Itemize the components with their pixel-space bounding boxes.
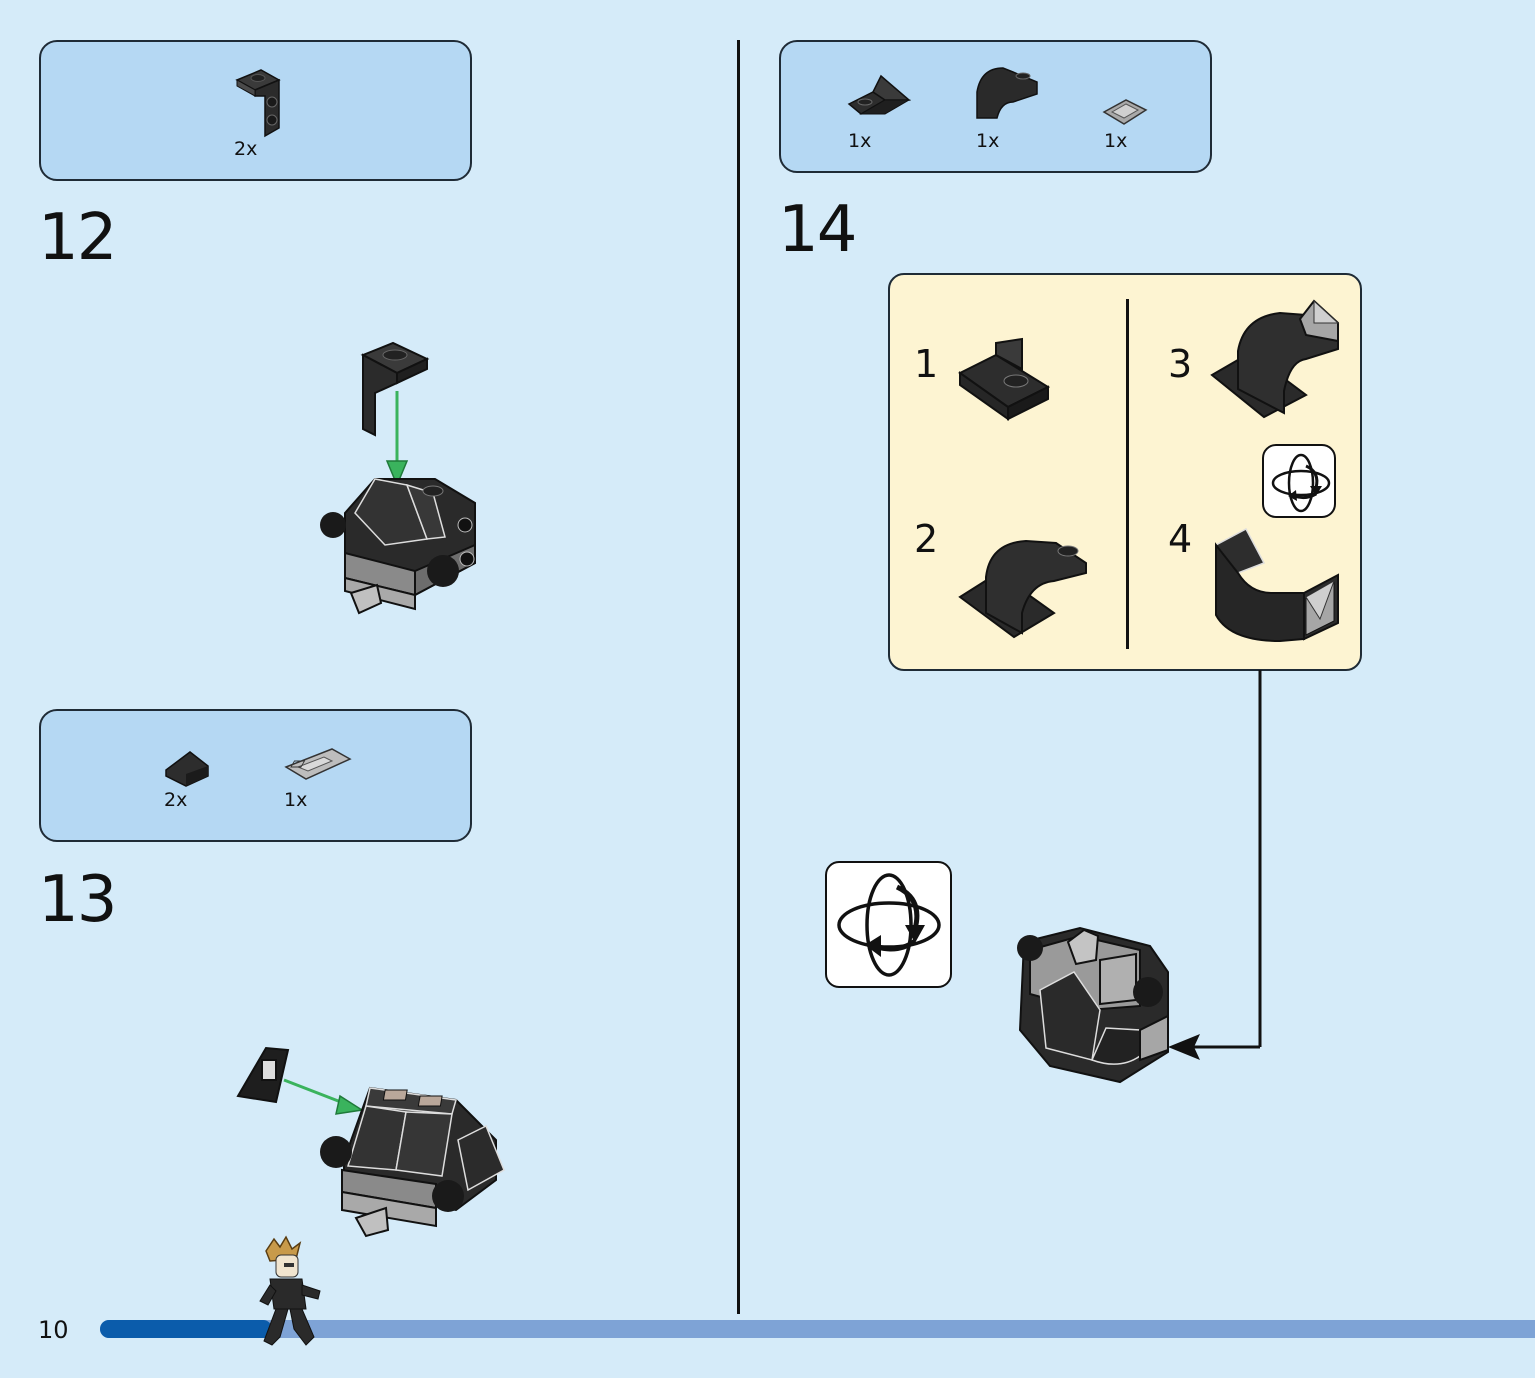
- step-13-part-qty-2: 1x: [284, 789, 308, 811]
- grey-tile-icon: [284, 748, 352, 780]
- sub-assembly-divider: [1126, 299, 1129, 649]
- step-13-number: 13: [38, 863, 117, 937]
- rotate-icon-large: [825, 861, 952, 988]
- substep-number-2: 2: [914, 517, 939, 561]
- step-14-part-qty-3: 1x: [1104, 130, 1128, 152]
- progress-fill: [100, 1320, 272, 1338]
- page-number: 10: [38, 1316, 69, 1344]
- substep-number-3: 3: [1168, 342, 1193, 386]
- sub-assembly-box: 1 2 3 4: [888, 273, 1362, 671]
- step-12-number: 12: [38, 201, 117, 275]
- grey-tile-icon: [1102, 99, 1148, 125]
- substep-3-curved-tile: [1210, 299, 1340, 419]
- step-12-parts-box: 2x: [39, 40, 472, 181]
- substep-2-curved: [958, 539, 1087, 639]
- substep-number-1: 1: [914, 342, 939, 386]
- step-14-illustration: [1017, 926, 1169, 1084]
- assembly-arrow-13: [283, 1078, 347, 1106]
- substep-number-4: 4: [1168, 517, 1193, 561]
- connector-arrow: [1168, 670, 1262, 1060]
- substep-1-plate: [958, 337, 1051, 421]
- black-bracket-icon: [235, 69, 281, 138]
- step-14-part-qty-2: 1x: [976, 130, 1000, 152]
- substep-4-rotated: [1214, 527, 1339, 643]
- black-plate-icon: [847, 74, 912, 115]
- step-14-parts-box: 1x 1x 1x: [779, 40, 1212, 173]
- step-14-part-qty-1: 1x: [848, 130, 872, 152]
- progress-track: [100, 1320, 1535, 1338]
- step-13-parts-box: 2x 1x: [39, 709, 472, 842]
- step-12-part-qty: 2x: [234, 138, 258, 160]
- step-13-part-qty-1: 2x: [164, 789, 188, 811]
- step-14-number: 14: [778, 193, 857, 267]
- page-divider: [737, 40, 740, 1314]
- rotate-icon-small: [1262, 444, 1336, 518]
- step-13-illustration: [236, 1046, 505, 1238]
- black-slope-icon: [165, 751, 209, 787]
- step-12-illustration: [320, 341, 476, 615]
- minifigure-progress-marker: [259, 1235, 321, 1346]
- black-curved-slope-icon: [976, 67, 1038, 119]
